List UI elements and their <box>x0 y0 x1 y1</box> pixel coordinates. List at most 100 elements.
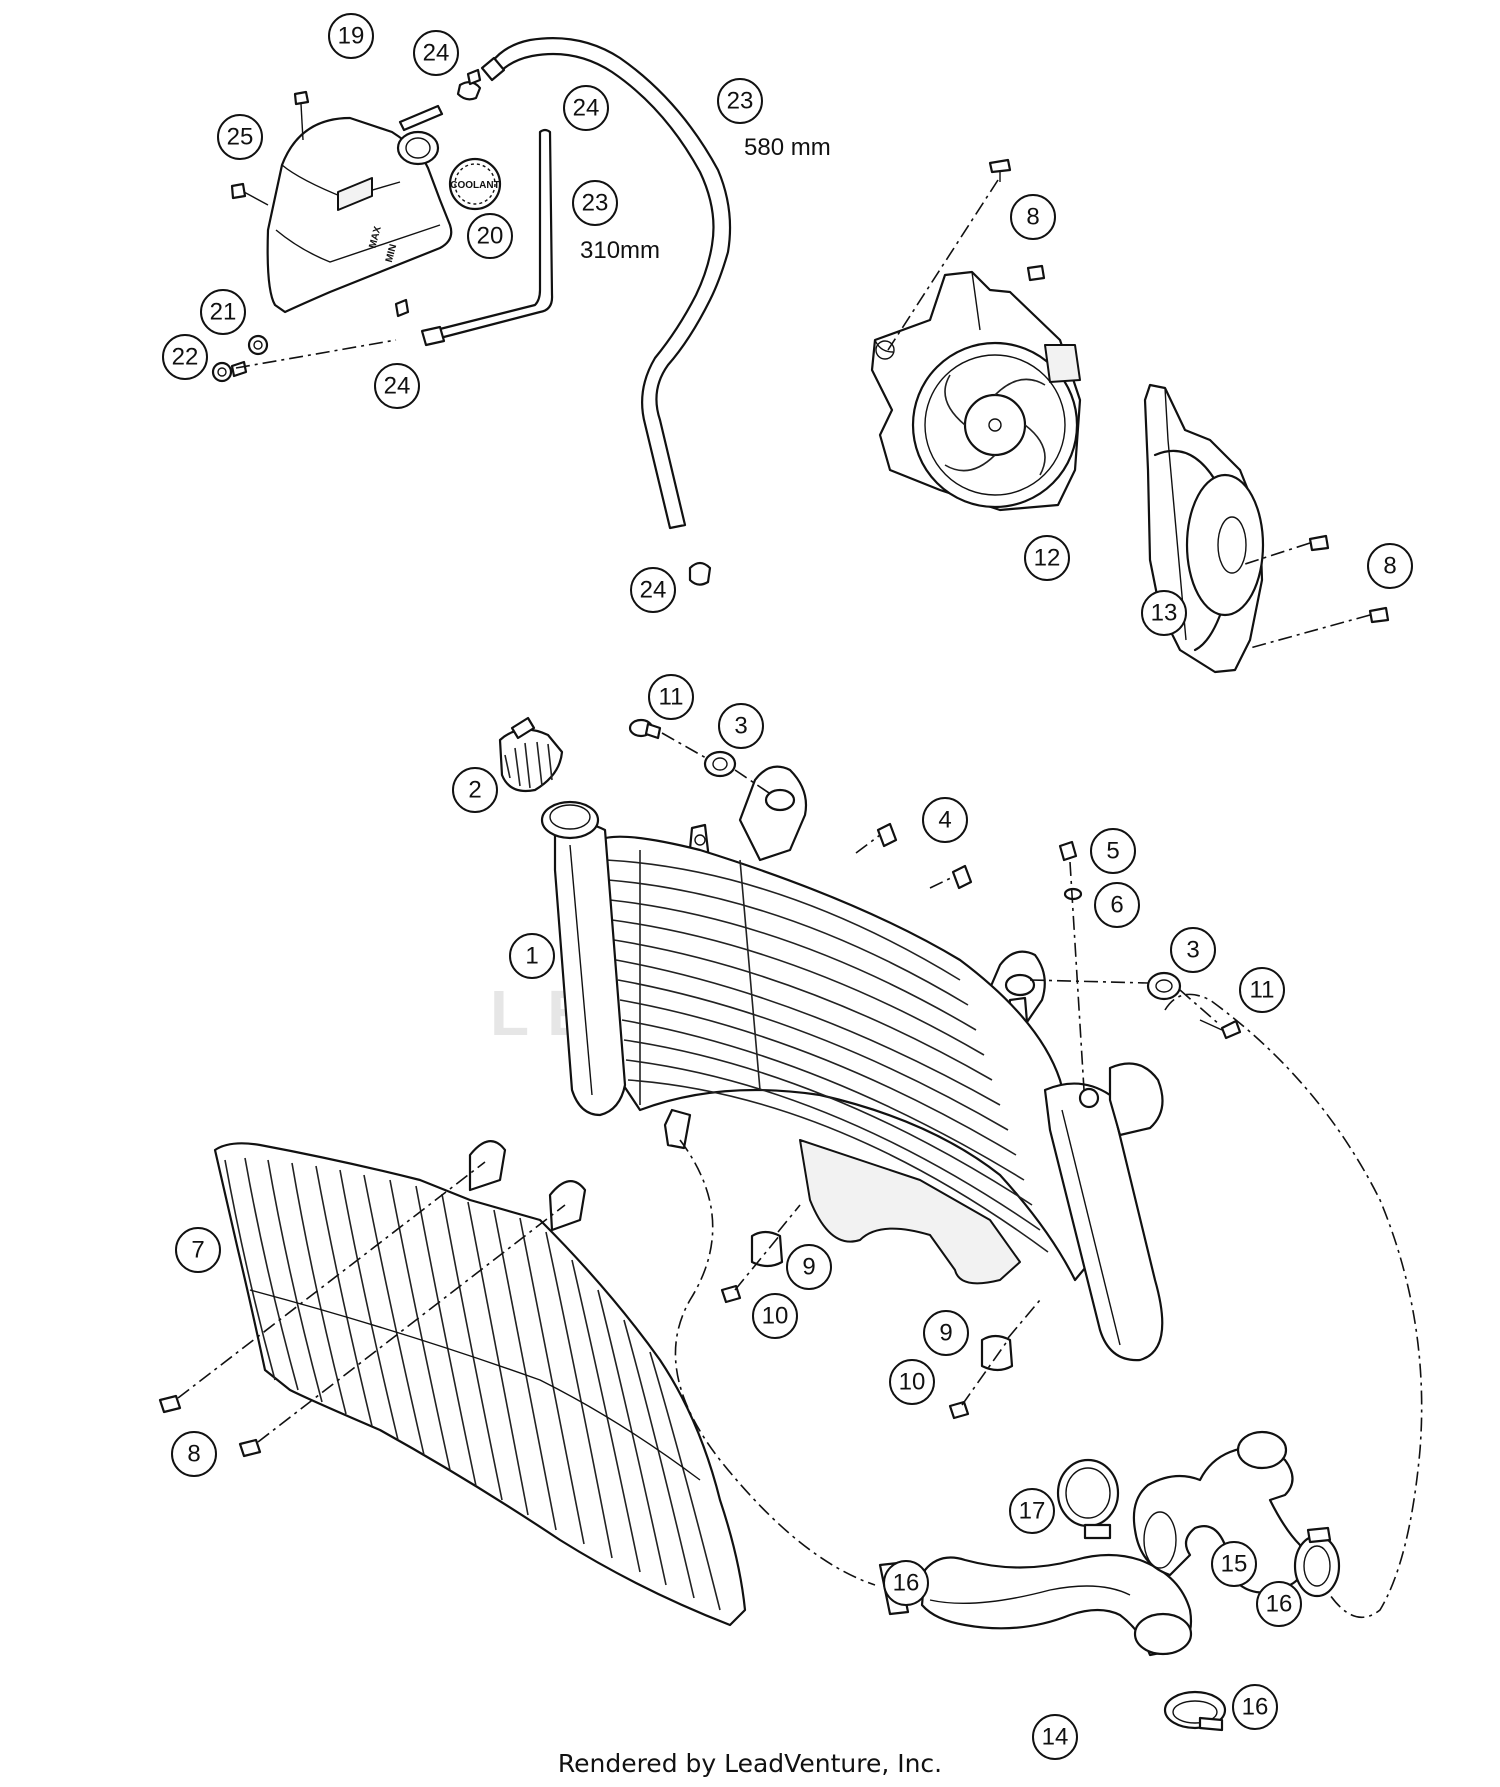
svg-text:17: 17 <box>1019 1498 1046 1525</box>
hose-clamp-16 <box>1293 1526 1341 1598</box>
svg-text:16: 16 <box>893 1570 920 1597</box>
radiator-cap <box>498 716 564 793</box>
svg-text:7: 7 <box>191 1237 204 1264</box>
washer-6 <box>1063 887 1083 901</box>
callout-10: 10 <box>752 1293 798 1339</box>
callout-20: 20 <box>467 213 513 259</box>
svg-text:23: 23 <box>727 88 754 115</box>
radiator <box>540 765 1164 1362</box>
svg-text:9: 9 <box>939 1320 952 1347</box>
rubber-bushing-3 <box>1146 971 1182 1001</box>
hose-end-fitting <box>420 325 446 347</box>
svg-text:1: 1 <box>525 943 538 970</box>
svg-text:8: 8 <box>187 1441 200 1468</box>
svg-text:13: 13 <box>1151 600 1178 627</box>
callout-9: 9 <box>923 1310 969 1356</box>
callout-21: 21 <box>200 289 246 335</box>
svg-text:19: 19 <box>338 23 365 50</box>
coolant-cap-label: COOLANT <box>450 180 499 191</box>
callout-12: 12 <box>1024 535 1070 581</box>
callout-23: 23 <box>572 180 618 226</box>
clip-4 <box>876 822 973 890</box>
svg-text:12: 12 <box>1034 545 1061 572</box>
hose-clamp <box>688 561 712 586</box>
svg-text:14: 14 <box>1042 1724 1069 1751</box>
callout-23: 23 <box>717 78 763 124</box>
radiator-fins <box>605 850 1049 1253</box>
svg-text:24: 24 <box>573 95 600 122</box>
callout-8: 8 <box>1010 194 1056 240</box>
svg-text:10: 10 <box>899 1369 926 1396</box>
svg-text:23: 23 <box>582 190 609 217</box>
svg-text:25: 25 <box>227 124 254 151</box>
hose-clamp <box>466 68 482 86</box>
callout-16: 16 <box>883 1560 929 1606</box>
svg-text:2: 2 <box>468 777 481 804</box>
callout-24: 24 <box>374 363 420 409</box>
callout-22: 22 <box>162 334 208 380</box>
bolt-10 <box>720 1284 970 1420</box>
shroud-slats <box>224 1157 721 1611</box>
svg-text:16: 16 <box>1242 1694 1269 1721</box>
svg-text:11: 11 <box>1250 977 1275 1004</box>
svg-text:24: 24 <box>423 40 450 67</box>
svg-text:22: 22 <box>172 344 199 371</box>
callout-4: 4 <box>922 797 968 843</box>
callout-19: 19 <box>328 13 374 59</box>
callout-8: 8 <box>171 1431 217 1477</box>
svg-text:10: 10 <box>762 1303 789 1330</box>
svg-text:8: 8 <box>1383 553 1396 580</box>
hose-clamp <box>394 298 410 318</box>
callout-6: 6 <box>1094 882 1140 928</box>
callout-24: 24 <box>413 30 459 76</box>
callout-7: 7 <box>175 1227 221 1273</box>
svg-text:3: 3 <box>734 713 747 740</box>
radiator-shroud <box>213 1140 747 1627</box>
callout-11: 11 <box>648 674 694 720</box>
callout-25: 25 <box>217 114 263 160</box>
svg-text:16: 16 <box>1266 1591 1293 1618</box>
hose-clamp-16 <box>1163 1690 1227 1732</box>
hose-310mm <box>430 128 554 340</box>
callout-3: 3 <box>718 703 764 749</box>
bolt-5 <box>1058 840 1078 862</box>
svg-text:15: 15 <box>1221 1551 1248 1578</box>
hose-clamp <box>456 81 482 101</box>
svg-text:24: 24 <box>640 577 667 604</box>
screw-8 <box>1308 534 1390 624</box>
callout-11: 11 <box>1239 967 1285 1013</box>
callout-24: 24 <box>630 567 676 613</box>
callout-16: 16 <box>1256 1581 1302 1627</box>
callout-16: 16 <box>1232 1684 1278 1730</box>
radiator-hose-14 <box>920 1553 1193 1657</box>
coolant-cap: COOLANT <box>448 157 502 211</box>
callout-13: 13 <box>1141 590 1187 636</box>
screw-8 <box>988 158 1046 282</box>
hose-length-580: 580 mm <box>744 134 831 161</box>
rubber-bushing-3 <box>703 750 737 778</box>
svg-text:21: 21 <box>210 299 237 326</box>
expansion-tank: MAX MIN <box>230 90 453 314</box>
callout-9: 9 <box>786 1244 832 1290</box>
callout-10: 10 <box>889 1359 935 1405</box>
screw-8 <box>158 1394 262 1458</box>
callout-1: 1 <box>509 933 555 979</box>
radiator-hose-15 <box>1132 1430 1305 1594</box>
callout-8: 8 <box>1367 543 1413 589</box>
svg-text:3: 3 <box>1186 937 1199 964</box>
radiator-fan-12 <box>870 270 1082 512</box>
callout-15: 15 <box>1211 1541 1257 1587</box>
footer-credit: Rendered by LeadVenture, Inc. <box>558 1749 942 1778</box>
tank-min-mark: MIN <box>384 243 399 264</box>
svg-text:9: 9 <box>802 1254 815 1281</box>
hose-length-310: 310mm <box>580 237 660 264</box>
svg-text:5: 5 <box>1106 838 1119 865</box>
callout-17: 17 <box>1009 1488 1055 1534</box>
hose-clamp-17 <box>1056 1458 1120 1540</box>
callout-5: 5 <box>1090 828 1136 874</box>
drain-fitting-22 <box>211 360 248 383</box>
bolt-11 <box>628 718 662 740</box>
hose-580mm <box>490 37 732 530</box>
callout-2: 2 <box>452 767 498 813</box>
